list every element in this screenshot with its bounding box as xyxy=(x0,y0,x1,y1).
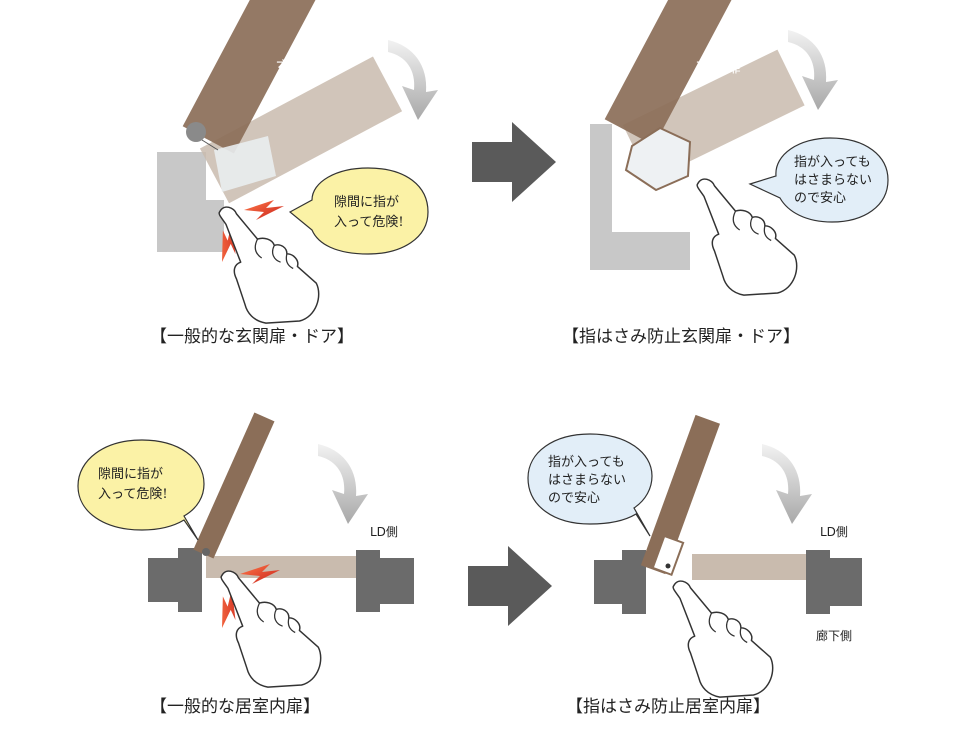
panel-front-safe: 玄関扉 指が入っても はさまらない ので安心 【指はさみ防止玄関扉・ドア】 xyxy=(562,0,889,347)
spark-icon xyxy=(244,200,284,220)
door-label: 扉 xyxy=(694,490,709,508)
right-arrow-icon xyxy=(468,546,552,626)
danger-bubble xyxy=(77,439,205,541)
bubble-line-1: 指が入っても xyxy=(548,455,625,470)
door-ghost xyxy=(206,556,356,578)
panel-room-safe: 扉 指が入っても はさまらない ので安心 LD側 廊下側 【指はさみ防止居室内扉… xyxy=(527,414,862,717)
side-label-bottom: 廊下側 xyxy=(816,628,852,643)
door-ghost xyxy=(692,554,806,580)
rotation-arrow-icon xyxy=(318,444,368,524)
wall-right xyxy=(806,550,862,614)
bubble-line-3: ので安心 xyxy=(794,191,846,206)
door-label: 玄関扉 xyxy=(276,58,321,76)
safe-bubble xyxy=(527,433,653,537)
safe-gap-area xyxy=(624,126,692,192)
hinge-icon xyxy=(202,548,210,556)
bubble-line-1: 隙間に指が xyxy=(98,467,163,482)
wall-left xyxy=(594,550,646,614)
pointing-hand-icon xyxy=(672,580,774,698)
side-label-top: LD側 xyxy=(820,525,848,539)
right-arrow-icon xyxy=(472,122,556,202)
safe-bubble xyxy=(748,137,889,223)
rotation-arrow-icon xyxy=(762,444,812,524)
panel-caption: 【一般的な居室内扉】 xyxy=(150,697,320,717)
wall-left xyxy=(148,548,202,612)
door-dark xyxy=(604,0,739,146)
door-label: 玄関扉 xyxy=(696,58,741,76)
bubble-line-2: はさまらない xyxy=(794,173,872,188)
gap-area xyxy=(214,136,276,192)
door-dark xyxy=(193,412,275,559)
pivot-dot xyxy=(665,563,671,569)
bubble-line-3: ので安心 xyxy=(548,491,600,506)
bubble-line-2: 入って危険! xyxy=(334,215,404,230)
hinge-icon xyxy=(186,122,206,142)
panel-room-standard: 扉 隙間に指が 入って危険! LD側 【一般的な居室内扉】 xyxy=(77,412,414,717)
bubble-line-2: 入って危険! xyxy=(98,487,168,502)
pointing-hand-icon xyxy=(220,570,322,688)
door-dark xyxy=(640,414,720,575)
door-label: 扉 xyxy=(246,490,261,508)
safe-pivot xyxy=(651,534,685,577)
side-label: LD側 xyxy=(370,525,398,539)
bubble-line-1: 指が入っても xyxy=(794,155,871,170)
bubble-line-2: はさまらない xyxy=(548,473,626,488)
panel-caption: 【指はさみ防止玄関扉・ドア】 xyxy=(562,327,800,347)
panel-front-standard: 玄関扉 隙間に指が 入って危険! 【一般的な玄関扉・ドア】 xyxy=(150,0,438,347)
wall-right xyxy=(356,550,414,612)
bubble-line-1: 隙間に指が xyxy=(334,195,399,210)
panel-caption: 【一般的な玄関扉・ドア】 xyxy=(150,327,354,347)
door-dark xyxy=(182,0,324,154)
pointing-hand-icon xyxy=(218,206,320,324)
wall-frame xyxy=(157,152,224,252)
wall-frame xyxy=(590,124,690,270)
danger-bubble xyxy=(288,167,429,255)
panel-caption: 【指はさみ防止居室内扉】 xyxy=(566,697,770,717)
